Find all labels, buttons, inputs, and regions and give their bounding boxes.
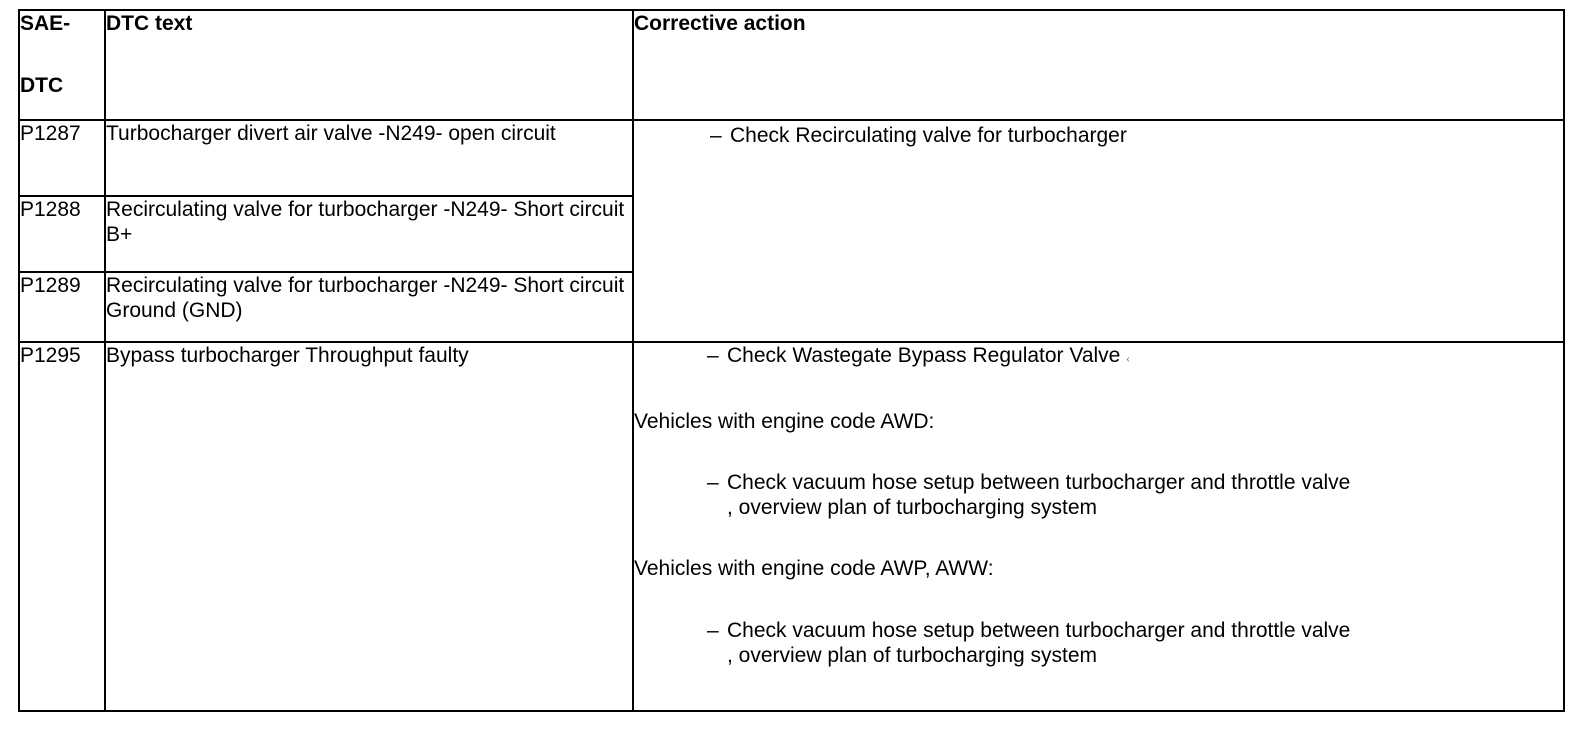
- action-step-text: Check Wastegate Bypass Regulator Valve: [727, 344, 1121, 367]
- dtc-code: P1289: [18, 271, 106, 343]
- dash-bullet: –: [710, 124, 722, 147]
- action-step-text: Check Recirculating valve for turbocharg…: [730, 124, 1127, 147]
- action-step-text: , overview plan of turbocharging system: [727, 496, 1098, 519]
- action-step-text: , overview plan of turbocharging system: [727, 644, 1098, 667]
- header-sae-line2: DTC: [20, 74, 64, 97]
- dtc-text: Recirculating valve for turbocharger -N2…: [104, 195, 634, 273]
- engine-group-title: Vehicles with engine code AWP, AWW:: [634, 557, 994, 580]
- dash-bullet: –: [707, 471, 719, 494]
- table-row: P1295 Bypass turbocharger Throughput fau…: [18, 341, 1565, 712]
- action-step-body: Check vacuum hose setup between turbocha…: [727, 470, 1563, 520]
- action-step: – Check Recirculating valve for turbocha…: [710, 123, 1563, 148]
- engine-group-title: Vehicles with engine code AWD:: [634, 410, 935, 433]
- action-step-body: Check vacuum hose setup between turbocha…: [727, 618, 1563, 668]
- action-step: – Check vacuum hose setup between turboc…: [707, 618, 1563, 668]
- dtc-code: P1288: [18, 195, 106, 273]
- dtc-text: Turbocharger divert air valve -N249- ope…: [104, 119, 634, 197]
- action-step: – Check vacuum hose setup between turboc…: [707, 470, 1563, 520]
- dash-bullet: –: [707, 344, 719, 367]
- corrective-action-recirc: – Check Recirculating valve for turbocha…: [632, 119, 1565, 343]
- link-marker: ‹: [1126, 354, 1130, 365]
- table-row: P1287 Turbocharger divert air valve -N24…: [18, 119, 1565, 343]
- table-row: P1288 Recirculating valve for turbocharg…: [18, 195, 1564, 273]
- dtc-text: Recirculating valve for turbocharger -N2…: [104, 271, 634, 343]
- action-step-text: Check vacuum hose setup between turbocha…: [727, 619, 1351, 642]
- action-step: – Check Wastegate Bypass Regulator Valve…: [707, 343, 1563, 372]
- header-corrective-action: Corrective action: [632, 9, 1565, 121]
- action-step-text: Check vacuum hose setup between turbocha…: [727, 471, 1351, 494]
- corrective-action-bypass: – Check Wastegate Bypass Regulator Valve…: [632, 341, 1565, 712]
- dtc-text: Bypass turbocharger Throughput faulty: [104, 341, 634, 712]
- header-row: SAE- DTC DTC text Corrective action: [18, 9, 1565, 121]
- dtc-table: SAE- DTC DTC text Corrective action P128…: [18, 9, 1565, 712]
- dtc-code: P1287: [18, 119, 106, 197]
- header-sae-dtc: SAE- DTC: [18, 9, 106, 121]
- table-row: P1289 Recirculating valve for turbocharg…: [18, 271, 1564, 343]
- header-sae-line1: SAE-: [20, 12, 71, 35]
- dtc-code: P1295: [18, 341, 106, 712]
- header-dtc-text: DTC text: [104, 9, 634, 121]
- action-step-body: Check Wastegate Bypass Regulator Valve ‹: [727, 343, 1563, 372]
- dash-bullet: –: [707, 619, 719, 642]
